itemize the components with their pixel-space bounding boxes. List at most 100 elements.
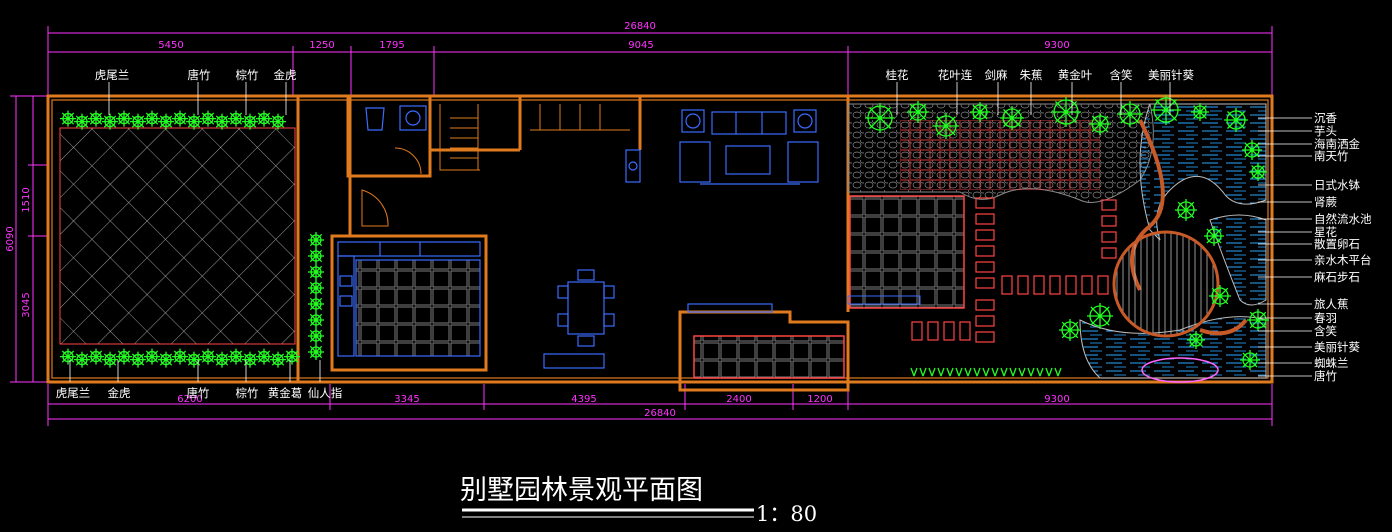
shrub-leaves xyxy=(101,351,119,368)
dim-bottom-seg-1: 6200 xyxy=(177,394,202,405)
shrub-leaves xyxy=(1240,350,1260,370)
shrub-leaves xyxy=(199,110,217,127)
shrub-leaves xyxy=(115,110,133,127)
dim-top-total: 26840 xyxy=(624,21,656,32)
dim-top-seg-3: 1795 xyxy=(379,40,404,51)
left-lawn-lattice xyxy=(59,127,296,345)
dim-top-seg-4: 9045 xyxy=(628,40,653,51)
dim-bottom-seg-2: 3345 xyxy=(394,394,419,405)
shrub-leaves xyxy=(241,113,259,130)
dim-left-seg-1: 1510 xyxy=(21,187,32,212)
label-right-10: 麻石步石 xyxy=(1314,270,1360,284)
shrub-leaves xyxy=(185,113,203,130)
dim-bottom-seg-5: 1200 xyxy=(807,394,832,405)
label-top-10: 美丽针葵 xyxy=(1148,68,1194,82)
dim-top-seg-5: 9300 xyxy=(1044,40,1069,51)
shrub-leaves xyxy=(1089,113,1111,135)
label-top-9: 含笑 xyxy=(1110,68,1133,82)
shrub-leaves xyxy=(227,110,245,127)
shrub-leaves xyxy=(907,101,929,123)
shrub-leaves xyxy=(269,113,287,130)
shrub-leaves xyxy=(308,232,324,248)
label-right-12: 春羽 xyxy=(1314,311,1337,325)
door-swings xyxy=(361,147,422,227)
dim-bottom-seg-3: 4395 xyxy=(571,394,596,405)
label-top-8: 黄金叶 xyxy=(1058,68,1093,82)
shrub-leaves xyxy=(143,348,161,365)
dim-left-total: 6090 xyxy=(5,226,16,251)
shrub-leaves xyxy=(970,102,990,122)
label-right-11: 旅人蕉 xyxy=(1314,297,1349,311)
shrub-leaves xyxy=(87,348,105,365)
shrub-leaves xyxy=(308,328,324,344)
shrub-leaves xyxy=(157,351,175,368)
shrub-leaves xyxy=(73,113,91,130)
label-bottom-1: 金虎 xyxy=(108,386,131,400)
shrub-leaves xyxy=(1242,140,1262,160)
shrub-leaves xyxy=(1151,95,1181,125)
label-right-15: 蜘蛛兰 xyxy=(1314,356,1349,370)
label-right-9: 亲水木平台 xyxy=(1314,253,1372,267)
right-label-leaders xyxy=(1258,117,1312,377)
label-top-1: 唐竹 xyxy=(188,68,211,82)
staircase xyxy=(439,104,630,171)
shrub-leaves xyxy=(1000,106,1024,130)
dim-left-seg-2: 3045 xyxy=(21,292,32,317)
stepping-stones xyxy=(911,197,1117,343)
shrub-leaves xyxy=(308,248,324,264)
label-right-14: 美丽针葵 xyxy=(1314,340,1360,354)
shrub-leaves xyxy=(171,110,189,127)
shrub-leaves xyxy=(933,113,959,139)
shrub-leaves xyxy=(115,348,133,365)
shrub-leaves xyxy=(1249,163,1267,181)
shrub-leaves xyxy=(1191,103,1209,121)
wooden-deck-platform xyxy=(1112,230,1220,338)
dim-top-seg-2: 1250 xyxy=(309,40,334,51)
label-top-2: 棕竹 xyxy=(236,68,259,82)
top-dimension-lines xyxy=(47,26,1273,95)
label-right-2: 海南洒金 xyxy=(1314,137,1360,151)
shrub-leaves xyxy=(59,110,77,127)
label-right-13: 含笑 xyxy=(1314,324,1337,338)
shrub-leaves xyxy=(255,110,273,127)
shrub-leaves xyxy=(1059,319,1081,341)
shrub-leaves xyxy=(1224,108,1248,132)
bathroom-fixtures xyxy=(365,105,427,131)
label-top-5: 花叶连 xyxy=(938,68,973,82)
shrub-leaves xyxy=(269,351,287,368)
water-basin xyxy=(1141,357,1219,383)
shrub-leaves xyxy=(1051,97,1081,127)
shrub-leaves xyxy=(1204,226,1224,246)
shrub-leaves xyxy=(255,348,273,365)
shrub-leaves xyxy=(1087,303,1113,329)
dim-top-seg-1: 5450 xyxy=(158,40,183,51)
label-right-8: 散置卵石 xyxy=(1314,237,1360,251)
shrub-leaves xyxy=(865,103,895,133)
sofa-set xyxy=(625,109,819,185)
bottom-dimension-lines xyxy=(47,384,1273,426)
label-bottom-3: 棕竹 xyxy=(236,386,259,400)
shrub-leaves xyxy=(1209,285,1231,307)
shrub-leaves xyxy=(87,110,105,127)
shrub-leaves xyxy=(283,348,301,365)
shrub-leaves xyxy=(308,312,324,328)
label-right-1: 芋头 xyxy=(1314,124,1337,138)
label-right-6: 自然流水池 xyxy=(1314,212,1372,226)
shrub-leaves xyxy=(308,264,324,280)
dim-bottom-total: 26840 xyxy=(644,408,676,419)
label-top-4: 桂花 xyxy=(886,68,909,82)
shrub-leaves xyxy=(227,348,245,365)
label-right-5: 肾蕨 xyxy=(1314,195,1337,209)
shrub-leaves xyxy=(1247,309,1269,331)
label-top-3: 金虎 xyxy=(274,68,297,82)
shrub-leaves xyxy=(157,113,175,130)
label-right-16: 唐竹 xyxy=(1314,369,1337,383)
shrub-leaves xyxy=(73,351,91,368)
label-right-4: 日式水钵 xyxy=(1314,178,1360,192)
left-dimension-lines xyxy=(10,95,48,383)
shrub-leaves xyxy=(171,348,189,365)
plant-symbols xyxy=(59,95,1269,377)
grass-tufts xyxy=(910,367,1062,377)
drawing-title: 别墅园林景观平面图 xyxy=(460,475,703,506)
